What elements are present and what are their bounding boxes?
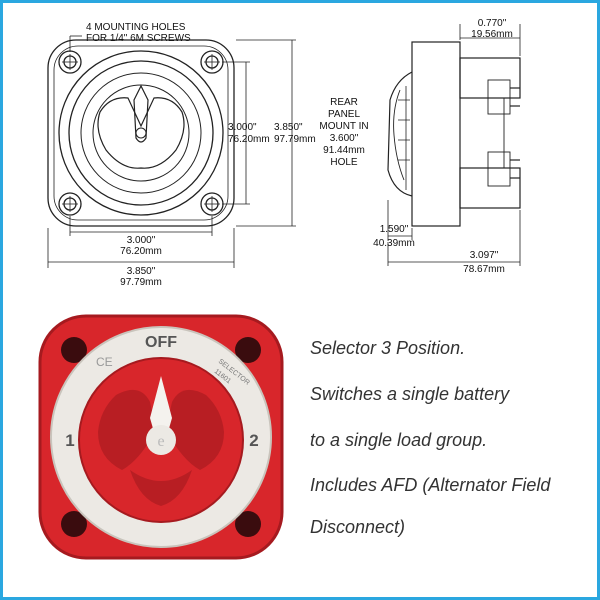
panel-note-line-2: PANEL — [328, 109, 360, 120]
depth-top-mm-label: 19.56mm — [471, 29, 513, 40]
switch-photo — [38, 314, 284, 560]
mounting-hole-br — [200, 192, 224, 216]
terminal-nut-bottom — [487, 151, 511, 187]
depth-front-in-label: 1.590" — [380, 224, 409, 235]
description-line-1: Selector 3 Position. — [310, 338, 466, 358]
position-1-label: 1 — [65, 431, 74, 450]
height-mm-label: 76.20mm — [228, 134, 270, 145]
terminal-nut-top — [487, 79, 511, 115]
description-line-5: Disconnect) — [310, 517, 406, 537]
panel-note-line-6: HOLE — [330, 157, 358, 168]
side-dimension-lines — [387, 24, 521, 266]
panel-note-line-1: REAR — [330, 97, 358, 108]
description-line-3: to a single load group. — [310, 430, 488, 450]
panel-note-line-5: 91.44mm — [323, 145, 365, 156]
description-line-4: Includes AFD (Alternator Field — [310, 475, 551, 495]
depth-total-in-label: 3.097" — [470, 250, 499, 261]
knob-pointer — [150, 376, 172, 418]
overall-height-in-label: 3.850" — [274, 122, 303, 133]
knob-wing-right — [166, 389, 224, 470]
width-mm-label: 76.20mm — [120, 246, 162, 257]
knob-hub — [146, 425, 176, 455]
side-view — [387, 41, 521, 227]
front-view — [47, 39, 235, 227]
depth-total-mm-label: 78.67mm — [463, 264, 505, 275]
off-label: OFF — [145, 334, 177, 351]
mounting-hole-tl — [58, 50, 82, 74]
side-terminal-bottom — [459, 167, 521, 209]
overall-width-in-label: 3.850" — [127, 266, 156, 277]
mounting-hole-tr — [200, 50, 224, 74]
front-housing-outline — [47, 39, 235, 227]
ce-mark: CE — [96, 355, 113, 369]
side-knob-profile — [387, 71, 413, 197]
height-in-label: 3.000" — [228, 122, 257, 133]
depth-top-in-label: 0.770" — [478, 18, 507, 29]
side-flange — [411, 41, 461, 227]
panel-note-line-3: MOUNT IN — [319, 121, 368, 132]
front-knob — [97, 97, 185, 169]
front-dimension-lines — [47, 35, 296, 268]
screw-hole-bl — [61, 511, 87, 537]
panel-mount-note: REAR PANEL MOUNT IN 3.600" 91.44mm HOLE — [319, 97, 368, 168]
description-line-2: Switches a single battery — [310, 384, 510, 404]
knob-logo: e — [157, 433, 164, 450]
panel-note-line-4: 3.600" — [330, 133, 359, 144]
front-bezel — [58, 50, 224, 216]
depth-front-mm-label: 40.39mm — [373, 238, 415, 249]
side-terminal-top — [459, 57, 521, 99]
overall-width-mm-label: 97.79mm — [120, 277, 162, 288]
screw-hole-tr — [235, 337, 261, 363]
overall-height-mm-label: 97.79mm — [274, 134, 316, 145]
screw-hole-tl — [61, 337, 87, 363]
position-2-label: 2 — [249, 431, 258, 450]
mounting-note-line1: 4 MOUNTING HOLES — [86, 22, 186, 33]
mounting-hole-bl — [58, 192, 82, 216]
width-in-label: 3.000" — [127, 235, 156, 246]
front-knob-pointer — [133, 84, 149, 143]
mounting-note-line2: FOR 1/4" 6M SCREWS — [86, 33, 191, 44]
screw-hole-br — [235, 511, 261, 537]
knob-wing-left — [98, 389, 156, 470]
